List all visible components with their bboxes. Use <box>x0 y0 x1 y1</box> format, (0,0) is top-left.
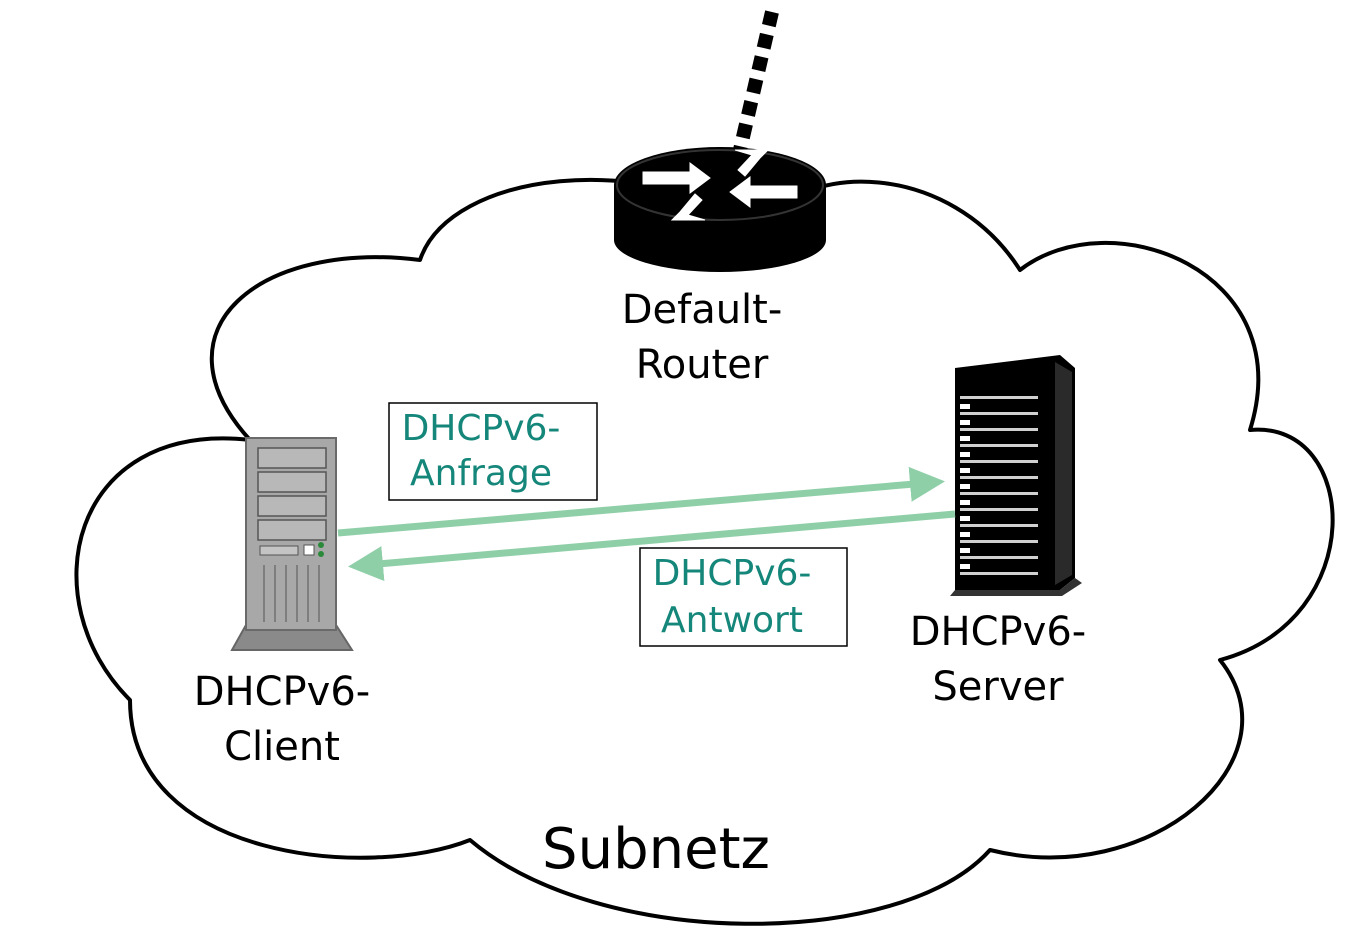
client-label-line1: DHCPv6- <box>194 669 370 715</box>
client-label-line2: Client <box>224 724 340 770</box>
response-arrow <box>348 510 956 582</box>
router-label-line1: Default- <box>622 287 783 333</box>
desktop-tower-icon <box>230 437 354 651</box>
subnet-label: Subnetz <box>542 817 770 882</box>
request-label-line1: DHCPv6- <box>402 408 561 449</box>
server-label-line1: DHCPv6- <box>910 609 1086 655</box>
server-label-line2: Server <box>932 664 1064 710</box>
request-arrow <box>337 466 945 537</box>
request-label-line2: Anfrage <box>410 453 552 494</box>
response-label-line1: DHCPv6- <box>653 553 812 594</box>
router-label-line2: Router <box>636 342 769 388</box>
response-label-line2: Antwort <box>661 600 803 641</box>
router-icon <box>614 147 826 272</box>
request-label-box: DHCPv6- Anfrage <box>388 402 598 501</box>
response-label-box: DHCPv6- Antwort <box>639 547 848 647</box>
server-rack-icon <box>950 355 1082 596</box>
uplink-line <box>733 10 779 152</box>
